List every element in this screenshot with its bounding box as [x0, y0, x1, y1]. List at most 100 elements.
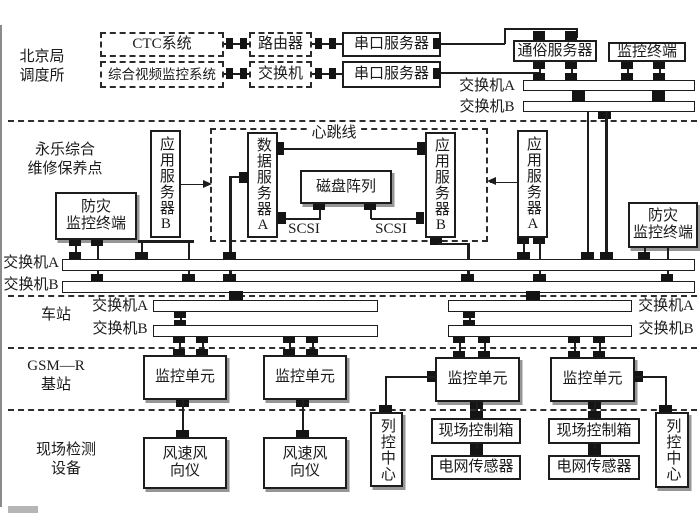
artifact-dash [8, 506, 38, 513]
switch-b-bus-station-left [153, 325, 378, 337]
connector-pad [69, 252, 81, 259]
connector-line [459, 337, 461, 357]
video-monitor-system-box: 综合视频监控系统 [100, 61, 224, 88]
field-control-box-1: 现场控制箱 [431, 418, 521, 444]
connector-pad [283, 349, 295, 355]
connector-line [385, 376, 387, 407]
wind-meter-box-2: 风速风 向仪 [263, 437, 347, 489]
switch-b-label-station-left: 交换机B [92, 321, 148, 338]
connector-pad [461, 274, 474, 281]
connector-pad [173, 349, 185, 355]
connector-line [523, 240, 525, 259]
monitor-unit-box-1: 监控单元 [143, 355, 227, 400]
connector-pad [478, 337, 490, 343]
connector-pad [533, 31, 545, 40]
disaster-terminal-box-right: 防灾 监控终端 [628, 202, 698, 248]
connector-line [665, 376, 667, 407]
ctc-system-box: CTC系统 [100, 32, 224, 57]
connector-line [438, 243, 469, 246]
connector-pad [306, 349, 318, 355]
connector-pad [91, 274, 103, 281]
connector-pad [526, 291, 540, 301]
connector-pad [533, 62, 545, 69]
connector-line [302, 400, 304, 437]
arrow-right-icon [203, 180, 212, 188]
heartbeat-label: 心跳线 [308, 125, 360, 142]
train-control-center-box-right: 列控中心 [655, 412, 689, 488]
connector-pad [315, 38, 322, 49]
connector-line [484, 337, 486, 357]
switch-box: 交换机 [249, 61, 312, 88]
connector-pad [433, 38, 441, 49]
arrow-line [181, 184, 205, 186]
monitor-terminal-box: 监控终端 [608, 42, 686, 62]
connector-pad [593, 351, 605, 357]
connector-pad [621, 62, 633, 69]
scsi-line [370, 209, 372, 219]
grid-sensor-box-1: 电网传感器 [431, 455, 521, 480]
connector-pad [568, 337, 580, 343]
switch-b-bus-mid [62, 281, 695, 293]
connector-line [504, 28, 578, 30]
section-label-field: 现场检测 设备 [35, 442, 96, 477]
scsi-label-left: SCSI [288, 221, 320, 238]
disk-array-box: 磁盘阵列 [300, 170, 392, 204]
connector-pad [600, 252, 613, 259]
connector-pad [196, 337, 208, 343]
connector-pad [638, 252, 650, 259]
serial-server-box-2: 串口服务器 [342, 61, 441, 88]
section-label-station: 车站 [40, 306, 71, 323]
monitor-unit-box-4: 监控单元 [550, 357, 635, 402]
connector-pad [598, 112, 611, 119]
bus-link-line [469, 312, 471, 326]
connector-line [75, 240, 77, 259]
connector-pad [196, 349, 208, 355]
connector-pad [533, 73, 545, 80]
connector-line [224, 73, 250, 75]
arrow-line [490, 182, 517, 184]
monitor-unit-box-2: 监控单元 [263, 355, 347, 400]
bus-link-line [180, 312, 182, 326]
scsi-label-right: SCSI [375, 221, 407, 238]
router-box: 路由器 [249, 32, 312, 57]
connector-pad [517, 252, 530, 259]
connector-line [504, 28, 506, 44]
comm-server-box: 通俗服务器 [513, 40, 597, 62]
connector-pad [565, 62, 577, 69]
connector-pad [135, 252, 148, 259]
connector-line [179, 337, 181, 355]
connector-pad [659, 405, 672, 412]
bus-link-pad [652, 90, 665, 102]
connector-line [476, 402, 478, 418]
connector-pad [453, 337, 465, 343]
connector-line [574, 337, 576, 357]
bus-link-pad [572, 90, 585, 102]
connector-line [182, 400, 184, 437]
connector-pad [565, 73, 577, 80]
connector-pad [276, 142, 284, 155]
connector-pad [470, 411, 483, 418]
connector-pad [91, 240, 103, 246]
connector-line [312, 43, 342, 45]
connector-pad [240, 38, 247, 49]
connector-pad [176, 430, 189, 437]
connector-pad [315, 68, 322, 79]
switch-b-label-top: 交换机B [459, 98, 515, 115]
connector-pad [239, 172, 248, 183]
connector-line [594, 402, 596, 418]
connector-pad [364, 204, 376, 210]
connector-pad [568, 351, 580, 357]
connector-pad [278, 212, 286, 224]
connector-pad [182, 274, 195, 281]
connector-line [224, 43, 250, 45]
serial-server-box-1: 串口服务器 [342, 32, 441, 57]
monitor-unit-box-3: 监控单元 [435, 357, 520, 402]
connector-line [440, 72, 540, 74]
connector-pad [653, 62, 665, 69]
connector-pad [470, 449, 483, 455]
switch-b-bus-top [523, 101, 695, 112]
connector-pad [581, 252, 594, 259]
connector-pad [329, 68, 336, 79]
uplink-line [605, 112, 608, 260]
